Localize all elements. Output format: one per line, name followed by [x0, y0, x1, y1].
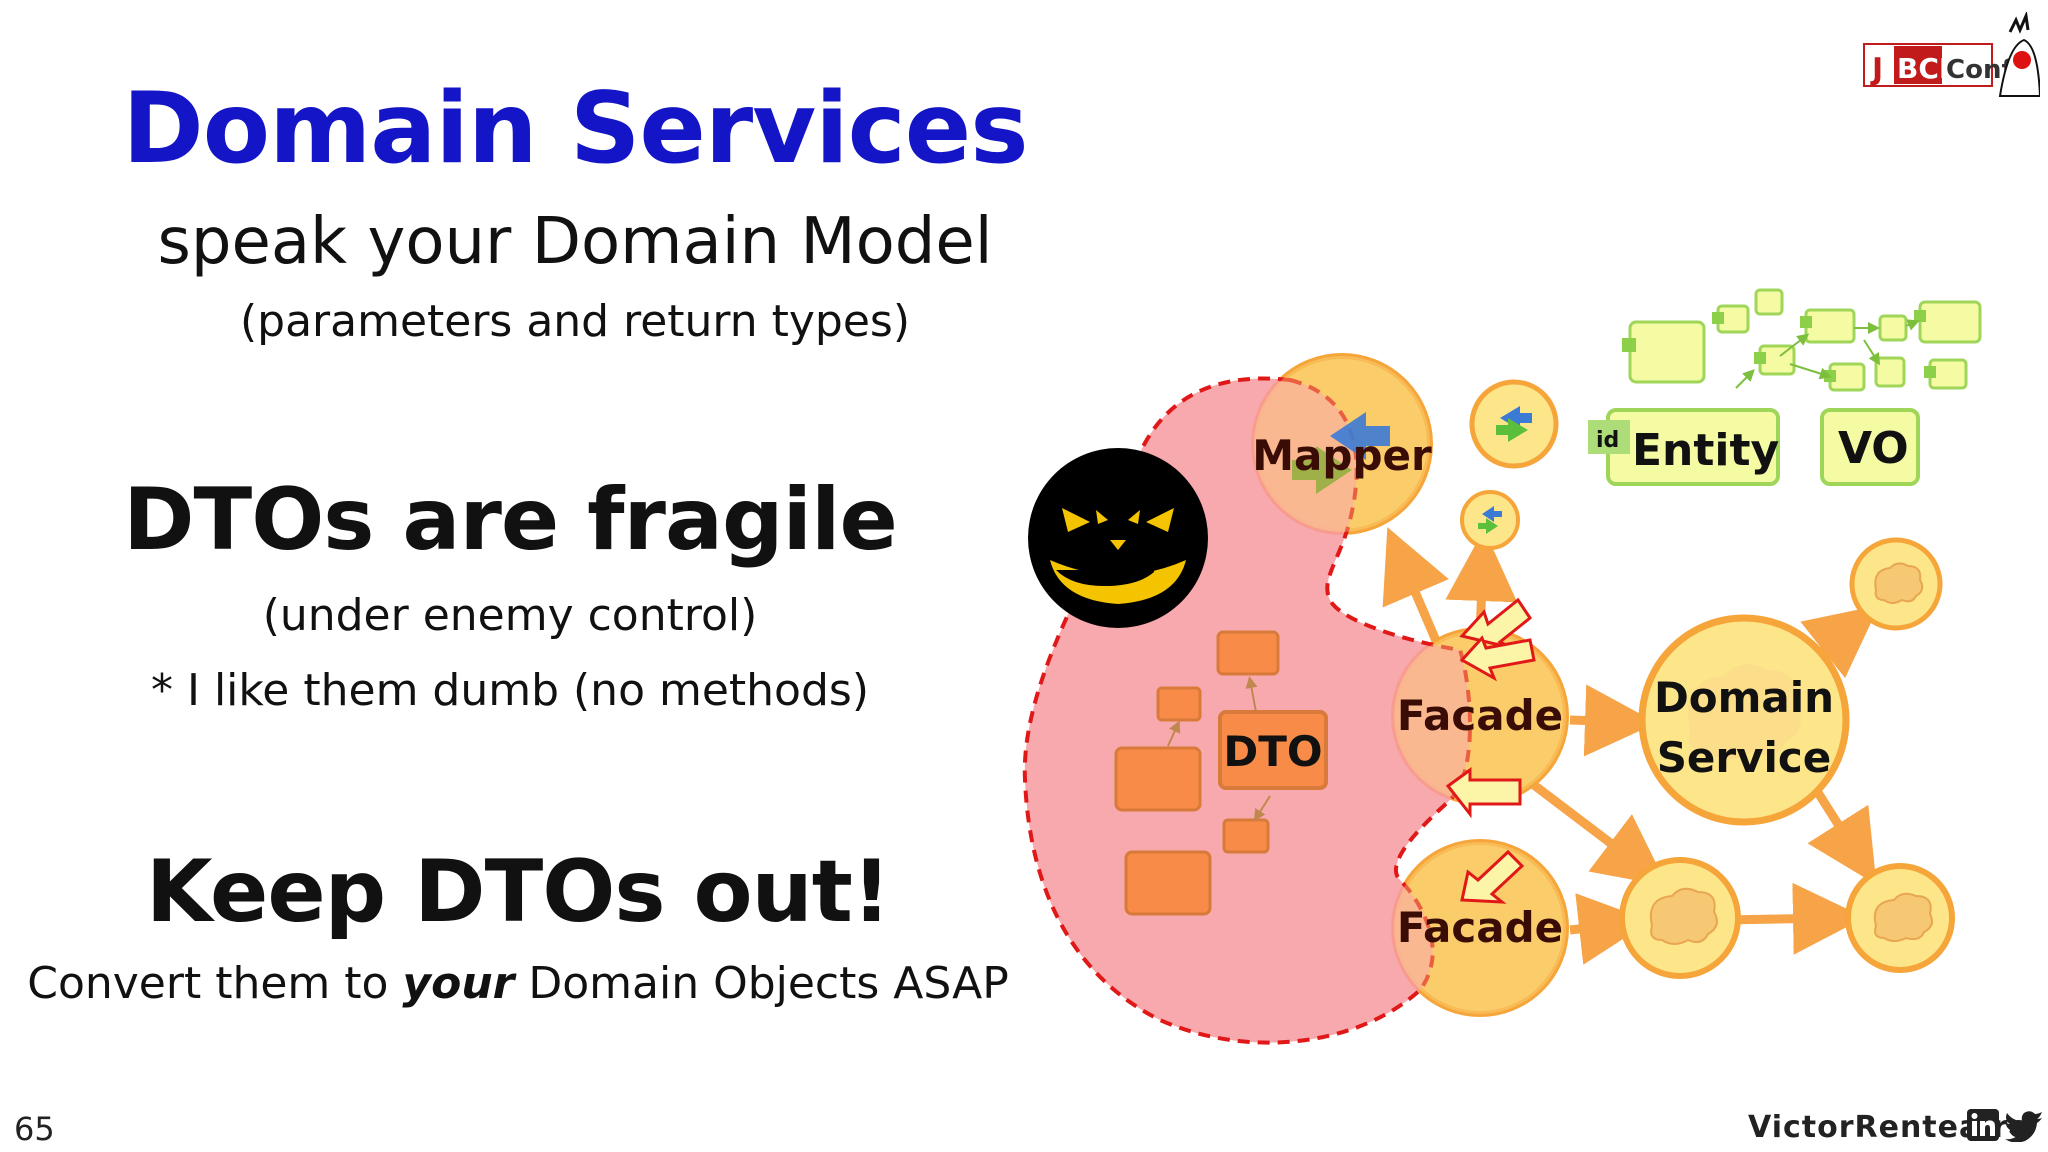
domain-circle-bottom-right [1845, 863, 1955, 973]
entity-box: id Entity [1588, 408, 1780, 486]
dumb-note: * I like them dumb (no methods) [151, 665, 869, 716]
domain-circle-top-right [1849, 537, 1943, 631]
id-badge [1588, 420, 1630, 454]
fragile-note: (under enemy control) [262, 590, 758, 641]
domain-service-line2: Service [1657, 733, 1832, 782]
convert-note: Convert them to your Domain Objects ASAP [0, 958, 1036, 1009]
convert-post: Domain Objects ASAP [514, 958, 1009, 1009]
dto-box [1218, 710, 1328, 790]
flow-arrows [1382, 527, 1880, 965]
convert-emphasis: your [402, 958, 515, 1009]
vo-box: VO [1820, 408, 1920, 486]
domain-service-node: Domain Service [1638, 614, 1850, 826]
fragile-heading: DTOs are fragile [123, 470, 898, 570]
blue-green-arrows-icon [1330, 412, 1390, 460]
logo-bcn: BCN [1897, 52, 1962, 85]
brain-icon [1874, 562, 1924, 604]
entity-graph: id Entity VO [1588, 288, 1982, 486]
jbcn-conf-logo: J BCN Conf [1863, 12, 2040, 97]
convert-pre: Convert them to [27, 958, 403, 1009]
mapper-small-1 [1469, 379, 1559, 469]
facade-node-bottom: Facade [1397, 903, 1563, 952]
slide-title: Domain Services [122, 72, 1028, 186]
duke-mascot-icon [1998, 12, 2040, 97]
entity-label: Entity [1632, 425, 1779, 476]
logo-j: J [1870, 52, 1883, 87]
slide-subtitle: speak your Domain Model [157, 205, 993, 279]
dto-graph: DTO [1114, 630, 1328, 916]
keep-heading: Keep DTOs out! [145, 842, 891, 942]
facade-node-top: Facade [1397, 691, 1563, 740]
architecture-diagram: id Entity VO [1022, 288, 1982, 1045]
blue-green-arrows-icon [1500, 406, 1532, 430]
vo-label: VO [1838, 423, 1909, 474]
id-badge-label: id [1596, 428, 1619, 453]
domain-service-line1: Domain [1654, 673, 1834, 722]
mapper-label: Mapper [1252, 431, 1432, 480]
facade-label-top: Facade [1397, 691, 1563, 740]
evil-face-icon [1028, 448, 1208, 628]
page-number: 65 [14, 1110, 55, 1148]
attack-arrows [1445, 597, 1536, 904]
domain-circle-bottom-middle [1619, 857, 1741, 979]
brain-icon [1650, 887, 1718, 945]
mapper-node: Mapper [1252, 412, 1432, 494]
linkedin-icon[interactable] [1966, 1108, 2000, 1142]
brain-icon [1688, 664, 1802, 759]
mapper-small-2 [1460, 490, 1520, 550]
brain-icon [1873, 892, 1933, 942]
subtitle-note: (parameters and return types) [239, 296, 911, 347]
dto-label: DTO [1223, 727, 1322, 776]
twitter-icon[interactable] [2004, 1108, 2044, 1142]
facade-label-bottom: Facade [1397, 903, 1563, 952]
